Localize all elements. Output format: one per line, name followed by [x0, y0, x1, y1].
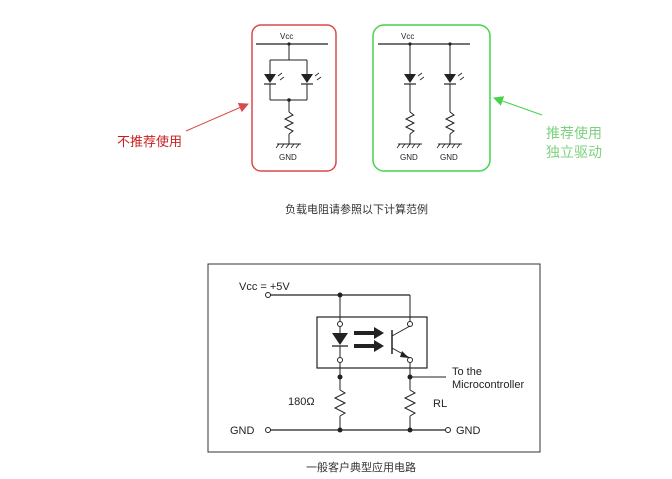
led-icon [301, 60, 322, 100]
microcontroller-label: Microcontroller [452, 379, 524, 391]
not-recommended-label: 不推荐使用 [117, 134, 182, 150]
application-circuit-caption: 一般客户典型应用电路 [306, 460, 416, 474]
gnd-left-label: GND [230, 425, 255, 437]
rl-label: RL [433, 398, 447, 410]
resistor-icon [444, 111, 456, 135]
green-arrow [493, 96, 543, 116]
left-gnd-label: GND [279, 153, 297, 162]
right-gnd-label-1: GND [400, 153, 418, 162]
opto-led-icon [332, 327, 348, 357]
right-vcc-label: Vcc [401, 32, 414, 41]
r1-label: 180Ω [288, 396, 315, 408]
typical-application-circuit: Vcc = +5V [207, 263, 541, 453]
right-gnd-label-2: GND [440, 153, 458, 162]
parallel-led-circuit: Vcc GND [251, 24, 337, 172]
ground-icon [436, 143, 462, 149]
resistor-icon [403, 389, 417, 417]
recommended-label-line1: 推荐使用 [546, 125, 602, 142]
gnd-right-label: GND [456, 425, 481, 437]
independent-led-circuit: Vcc GND GND [372, 24, 491, 172]
resistor-icon [404, 111, 416, 135]
recommended-label-line2: 独立驱动 [546, 145, 602, 161]
red-arrow [185, 103, 249, 132]
resistor-icon [333, 389, 347, 417]
ground-icon [396, 143, 422, 149]
led-icon [444, 72, 465, 85]
circuit-frame [207, 263, 541, 453]
phototransistor-icon [391, 325, 411, 359]
green-frame [372, 24, 491, 172]
optocoupler-package [316, 316, 428, 369]
light-arrow-icon [354, 327, 384, 352]
resistor-icon [283, 111, 295, 135]
left-vcc-label: Vcc [280, 32, 293, 41]
led-icon [264, 60, 285, 100]
load-resistor-caption: 负载电阻请参照以下计算范例 [285, 202, 428, 216]
ground-icon [275, 143, 301, 149]
led-icon [404, 72, 425, 85]
to-the-label: To the [452, 366, 482, 378]
vcc-5v-label: Vcc = +5V [239, 281, 290, 293]
red-frame [251, 24, 337, 172]
